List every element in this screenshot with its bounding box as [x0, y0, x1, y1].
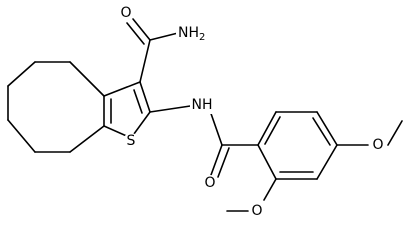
carbonyl-oxygen-top-label: O	[118, 5, 134, 21]
bond-carbonyl-o-1	[132, 18, 151, 41]
methoxy-oxygen-ortho-text: O	[251, 203, 262, 219]
bond-carbonyl-n	[149, 32, 179, 41]
bond-benz-3	[316, 111, 338, 146]
atom-labels: O NH2 S NH O O	[118, 5, 386, 219]
carbonyl-oxygen-top-background	[118, 5, 134, 21]
bond-c3-carbonyl	[139, 39, 151, 83]
bond-ring8-g	[69, 125, 105, 153]
bond-benz-6	[257, 144, 277, 180]
carbonyl-oxygen-bottom-label: O	[202, 175, 218, 191]
amide-nh-text: NH	[192, 97, 213, 113]
amide-nitrogen-top-label: NH2	[176, 24, 210, 43]
bond-ortho-o	[263, 178, 277, 201]
methoxy-oxygen-ortho-label: O	[249, 203, 265, 219]
thiophene-sulfur-label: S	[123, 133, 139, 149]
bond-para-me	[387, 120, 403, 146]
bond-ring8-c	[7, 61, 36, 87]
thiophene-sulfur-text: S	[127, 133, 136, 149]
bond-benz-3-inner	[312, 117, 331, 146]
carbonyl-oxygen-top-text: O	[120, 5, 131, 21]
amide-nh-background	[190, 96, 214, 114]
amide-nitrogen-top-text: NH2	[178, 25, 205, 43]
bond-carbonyl-o-2	[126, 22, 145, 45]
thiophene-sulfur-background	[123, 133, 139, 149]
methoxy-oxygen-ortho-background	[249, 203, 265, 219]
bond-carbonyl2-o-2	[217, 147, 230, 178]
methoxy-oxygen-para-text: O	[372, 137, 383, 153]
bond-carbonyl2-o-1	[210, 144, 223, 176]
amide-nitrogen-top-background	[176, 24, 210, 42]
bond-c3-c2	[139, 81, 151, 113]
bond-benz-4	[316, 144, 338, 180]
bond-c3-c2-inner	[133, 89, 143, 114]
bond-c3a-c3	[103, 81, 141, 97]
bond-ring8-a	[69, 61, 105, 97]
amide-nitrogen-top-main: NH	[178, 25, 199, 41]
carbonyl-oxygen-bottom-text: O	[204, 175, 215, 191]
carbonyl-oxygen-bottom-background	[202, 175, 218, 191]
methoxy-oxygen-para-background	[370, 137, 386, 153]
bonds	[7, 18, 403, 212]
bond-benz-1-inner	[264, 116, 281, 145]
bond-ring8-e	[7, 119, 36, 153]
amide-nh-label: NH	[190, 96, 214, 114]
structure-svg: O NH2 S NH O O	[7, 5, 403, 219]
molecule-diagram: O NH2 S NH O O	[7, 5, 403, 219]
methoxy-oxygen-para-label: O	[370, 137, 386, 153]
amide-nitrogen-top-subscript: 2	[199, 32, 205, 43]
bond-benz-1	[257, 111, 277, 146]
bond-c2-nh	[149, 104, 198, 113]
